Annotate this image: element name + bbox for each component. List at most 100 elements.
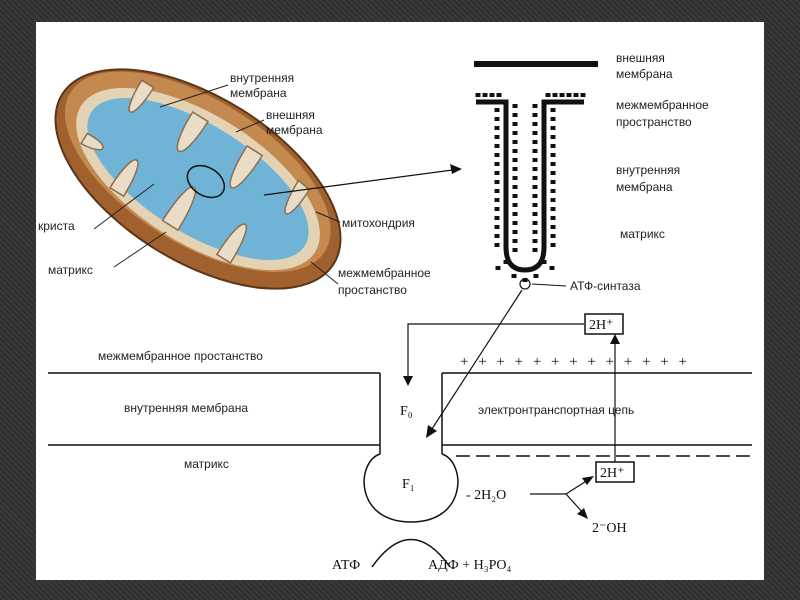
label-proton-bottom: 2H⁺ bbox=[600, 466, 625, 481]
membrane-particle bbox=[550, 189, 556, 193]
membrane-particle bbox=[550, 225, 556, 229]
membrane-particle bbox=[552, 93, 558, 97]
membrane-particle bbox=[512, 113, 518, 117]
membrane-particle bbox=[494, 243, 500, 247]
membrane-particle bbox=[494, 171, 500, 175]
label-inner-membrane-top: внутренняя мембрана bbox=[230, 71, 297, 100]
label-mitochondria: митохондрия bbox=[342, 216, 415, 230]
membrane-particle bbox=[494, 234, 500, 238]
membrane-particle bbox=[532, 239, 538, 243]
membrane-particle bbox=[550, 153, 556, 157]
label-f1: F₁ bbox=[402, 477, 415, 492]
label-water: - 2H₂O bbox=[466, 488, 506, 503]
membrane-particle bbox=[532, 203, 538, 207]
membrane-particle bbox=[532, 230, 538, 234]
membrane-particle bbox=[532, 158, 538, 162]
proton-scheme: межмембранное простанство внутренняя мем… bbox=[48, 313, 752, 573]
membrane-particle bbox=[494, 225, 500, 229]
label-outer-membrane-mid: внешняя мембрана bbox=[266, 108, 323, 137]
proton-return-line bbox=[407, 323, 584, 380]
membrane-particle bbox=[512, 239, 518, 243]
label-matrix-left: матрикс bbox=[48, 263, 93, 277]
membrane-particle bbox=[550, 117, 556, 121]
rotor-arc bbox=[371, 538, 451, 568]
synthase-arrow bbox=[429, 289, 523, 433]
label-intermembrane-band: межмембранное простанство bbox=[98, 349, 263, 363]
zoom-arrow-head bbox=[450, 164, 462, 174]
label-outer-membrane-right: внешняя мембрана bbox=[616, 51, 673, 81]
membrane-particle bbox=[494, 189, 500, 193]
membrane-particle bbox=[482, 93, 488, 97]
membrane-particle bbox=[512, 203, 518, 207]
plus-charges: + + + + + + + + + + + + + bbox=[460, 354, 690, 370]
membrane-particle bbox=[494, 126, 500, 130]
inner-membrane-fold bbox=[476, 99, 584, 273]
membrane-particle bbox=[532, 149, 538, 153]
membrane-particle bbox=[512, 185, 518, 189]
membrane-particle bbox=[550, 162, 556, 166]
synthase-arrow-head bbox=[426, 425, 437, 438]
membrane-particle bbox=[550, 135, 556, 139]
outer-membrane-bar bbox=[474, 61, 598, 67]
membrane-particle bbox=[512, 230, 518, 234]
synthase-leader bbox=[531, 283, 567, 287]
membrane-particle bbox=[512, 158, 518, 162]
membrane-particle bbox=[494, 144, 500, 148]
leader-lines bbox=[93, 84, 341, 285]
membrane-particle bbox=[522, 278, 528, 282]
membrane-particle bbox=[533, 274, 539, 278]
membrane-particle bbox=[532, 167, 538, 171]
membrane-particle bbox=[511, 274, 517, 278]
membrane-particle bbox=[512, 221, 518, 225]
label-matrix-right: матрикс bbox=[620, 227, 665, 241]
membrane-particle bbox=[573, 93, 579, 97]
f1-head bbox=[363, 453, 459, 523]
label-atp-synthase: АТФ-синтаза bbox=[570, 279, 641, 293]
mitochondrion-illustration bbox=[54, 68, 342, 290]
membrane-particle bbox=[550, 180, 556, 184]
membrane-detail bbox=[474, 61, 598, 282]
label-f0: F₀ bbox=[400, 404, 413, 419]
membrane-particle bbox=[512, 167, 518, 171]
label-matrix-band: матрикс bbox=[184, 457, 229, 471]
membrane-particle bbox=[503, 260, 509, 264]
zoom-arrow bbox=[263, 168, 461, 196]
membrane-particle bbox=[512, 104, 518, 108]
proton-box-top bbox=[584, 313, 624, 335]
membrane-particle bbox=[550, 243, 556, 247]
membrane-particle bbox=[532, 221, 538, 225]
membrane-particle bbox=[512, 212, 518, 216]
label-inner-membrane-band: внутренняя мембрана bbox=[124, 401, 248, 415]
label-intermembrane-right: межмембранное пространство bbox=[616, 98, 712, 129]
membrane-particle bbox=[550, 198, 556, 202]
membrane-particle bbox=[532, 104, 538, 108]
membrane-particle bbox=[532, 176, 538, 180]
mitochondria-diagram: внутренняя мембрана внешняя мембрана кри… bbox=[38, 51, 752, 573]
membrane-particle bbox=[512, 122, 518, 126]
membrane-particle bbox=[550, 216, 556, 220]
membrane-particle bbox=[580, 93, 586, 97]
membrane-particle bbox=[550, 144, 556, 148]
label-hydroxide: 2⁻OH bbox=[592, 521, 627, 536]
membrane-particle bbox=[494, 198, 500, 202]
membrane-particle bbox=[559, 93, 565, 97]
label-adp: АДФ + H₃PO₄ bbox=[428, 558, 512, 573]
label-etc: электронтранспортная цепь bbox=[478, 403, 634, 417]
membrane-particles bbox=[475, 93, 586, 282]
membrane-particle bbox=[496, 93, 502, 97]
membrane-particle bbox=[475, 93, 481, 97]
membrane-particle bbox=[545, 93, 551, 97]
membrane-particle bbox=[541, 260, 547, 264]
membrane-particle bbox=[532, 248, 538, 252]
membrane-particle bbox=[550, 171, 556, 175]
membrane-particle bbox=[489, 93, 495, 97]
label-intermembrane-left: межмембранное простанство bbox=[338, 266, 434, 297]
membrane-particle bbox=[494, 117, 500, 121]
membrane-particle bbox=[494, 162, 500, 166]
membrane-particle bbox=[512, 248, 518, 252]
membrane-particle bbox=[495, 266, 501, 270]
label-inner-membrane-right: внутренняя мембрана bbox=[616, 163, 683, 194]
synthase-marker bbox=[519, 278, 531, 290]
membrane-particle bbox=[494, 135, 500, 139]
label-proton-top: 2H⁺ bbox=[589, 318, 614, 333]
